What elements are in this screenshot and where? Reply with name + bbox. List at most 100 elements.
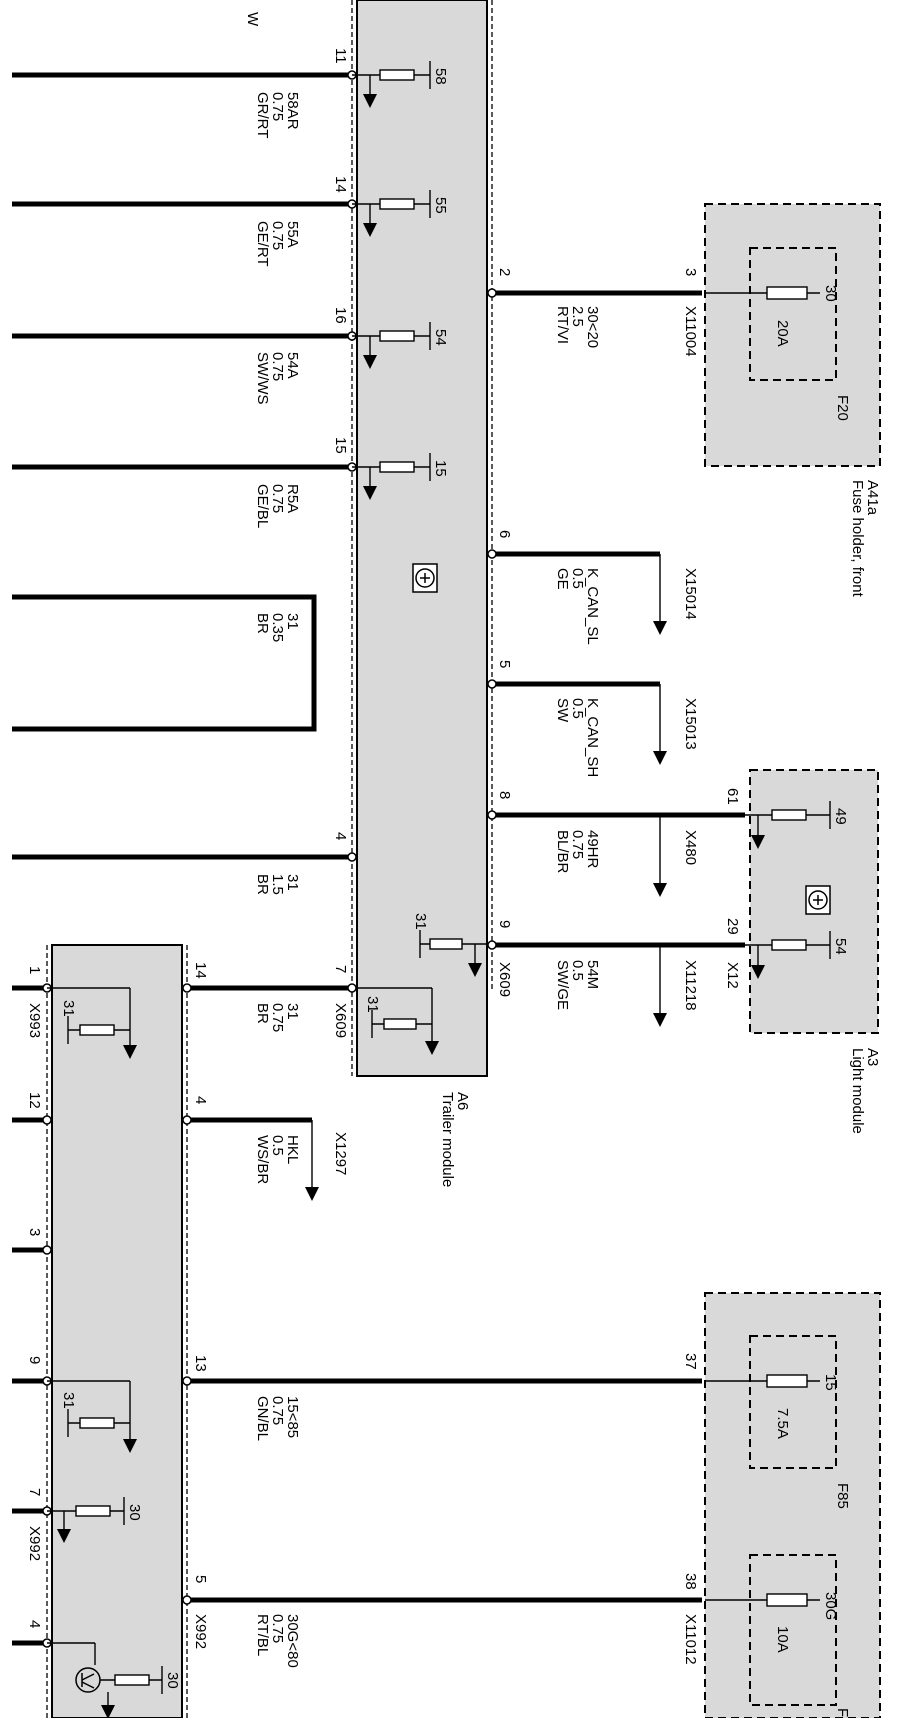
svg-text:38: 38 (682, 1573, 699, 1590)
conn-x609-left: X609 (332, 1003, 349, 1038)
fuse-f86-terminal: 30G (822, 1592, 839, 1620)
svg-text:K_CAN_SL: K_CAN_SL (584, 568, 601, 645)
svg-text:30<20: 30<20 (584, 306, 601, 348)
pin-15-label: 15 (332, 437, 349, 454)
svg-text:X609: X609 (496, 962, 513, 997)
svg-text:4: 4 (26, 1620, 43, 1628)
svg-text:BR: BR (254, 1003, 271, 1024)
svg-text:0.75: 0.75 (269, 1396, 286, 1425)
svg-text:SW/GE: SW/GE (554, 960, 571, 1010)
svg-text:HKL: HKL (284, 1135, 301, 1164)
svg-text:WS/BR: WS/BR (254, 1135, 271, 1184)
trailer-internal-ground: 31 (412, 913, 492, 977)
fuse-holder-front[interactable] (704, 203, 881, 467)
trailer-module-body[interactable] (356, 0, 488, 1077)
wire-55a-signal: 55A (284, 221, 301, 248)
pin-4-label: 4 (332, 832, 349, 840)
terminal-58: 58 (432, 68, 449, 85)
pin-11-label: 11 (332, 48, 349, 64)
trailer-left-wires: 11 58 58AR 0.75 GR/RT 14 55 55A 0.75 GE/… (12, 48, 449, 895)
wire-54a-size: 0.75 (269, 352, 286, 381)
fuse-f85-terminal: 15 (822, 1374, 839, 1391)
svg-text:9: 9 (26, 1356, 43, 1364)
fuse-f86-name: F8 (834, 1708, 851, 1718)
svg-text:31: 31 (60, 1000, 77, 1017)
wire-31-035-signal: 31 (284, 613, 301, 630)
svg-text:31: 31 (412, 913, 429, 930)
fuse-holder-front-id: A41a (864, 480, 881, 516)
wire-55a-size: 0.75 (269, 221, 286, 250)
svg-text:RT/BL: RT/BL (254, 1614, 271, 1656)
svg-text:GE: GE (554, 568, 571, 590)
svg-text:3: 3 (682, 268, 699, 276)
svg-text:2.5: 2.5 (569, 306, 586, 327)
fuse-f20-terminal: 30 (822, 285, 839, 302)
svg-text:1: 1 (26, 966, 43, 974)
fuse-f20-rating: 20A (774, 320, 791, 347)
wire-54a-signal: 54A (284, 352, 301, 379)
wire-58ar-signal: 58AR (284, 92, 301, 130)
svg-text:0.75: 0.75 (269, 1614, 286, 1643)
svg-text:15<85: 15<85 (284, 1396, 301, 1438)
svg-text:14: 14 (192, 962, 209, 979)
svg-text:5: 5 (496, 660, 513, 668)
wire-r5a-color: GE/BL (254, 484, 271, 528)
fuse-f85-name: F85 (834, 1483, 851, 1509)
wire-31-15-size: 1.5 (269, 874, 286, 895)
svg-text:13: 13 (192, 1355, 209, 1372)
svg-text:31: 31 (60, 1392, 77, 1409)
svg-text:SW: SW (554, 698, 571, 723)
transistor-symbol (412, 563, 438, 593)
wire-31-035-size: 0.35 (269, 613, 286, 642)
svg-text:8: 8 (496, 791, 513, 799)
trailer-socket-module[interactable] (51, 944, 183, 1718)
svg-text:61: 61 (724, 788, 741, 805)
svg-text:BL/BR: BL/BR (554, 830, 571, 874)
svg-text:4: 4 (192, 1096, 209, 1104)
svg-text:0.5: 0.5 (569, 568, 586, 589)
fuse-f20-name: F20 (834, 395, 851, 421)
terminal-55: 55 (432, 197, 449, 214)
wire-58ar-size: 0.75 (269, 92, 286, 121)
trailer-module-id: A6 (454, 1092, 471, 1110)
socket-link-wire: 14 31 0.75 BR (182, 962, 357, 1032)
socket-left-wires: 1 X993 31 12 3 9 31 7 X992 (12, 966, 181, 1718)
svg-text:12: 12 (26, 1092, 43, 1109)
svg-text:X992: X992 (192, 1614, 209, 1649)
svg-text:X11218: X11218 (682, 960, 699, 1011)
trailer-module-name: Trailer module (439, 1092, 456, 1187)
wire-55a-color: GE/RT (254, 221, 271, 267)
svg-text:RT/VI: RT/VI (554, 306, 571, 344)
trailer-pin7-ground: 31 (352, 987, 439, 1055)
svg-text:30: 30 (126, 1504, 143, 1521)
pin-7-label: 7 (332, 965, 349, 973)
svg-text:K_CAN_SH: K_CAN_SH (584, 698, 601, 777)
svg-text:X480: X480 (682, 830, 699, 865)
svg-text:29: 29 (724, 918, 741, 935)
wire-r5a-signal: R5A (284, 484, 301, 513)
svg-text:54M: 54M (584, 960, 601, 989)
wire-31-15-signal: 31 (284, 874, 301, 891)
svg-text:X993: X993 (26, 1003, 43, 1038)
svg-text:GN/BL: GN/BL (254, 1396, 271, 1441)
svg-text:30: 30 (164, 1672, 181, 1689)
svg-text:X15013: X15013 (682, 698, 699, 750)
svg-text:49HR: 49HR (584, 830, 601, 869)
svg-text:9: 9 (496, 920, 513, 928)
light-module-internal (745, 801, 831, 979)
light-terminal-54: 54 (832, 938, 849, 955)
svg-text:0.75: 0.75 (269, 1003, 286, 1032)
svg-text:X15014: X15014 (682, 568, 699, 620)
svg-text:37: 37 (682, 1353, 699, 1370)
svg-text:2: 2 (496, 268, 513, 276)
pin-16-label: 16 (332, 307, 349, 324)
fuse-holder-front-name: Fuse holder, front (849, 480, 866, 598)
svg-text:31: 31 (284, 1003, 301, 1020)
svg-text:X11012: X11012 (682, 1614, 699, 1665)
light-module-name: Light module (849, 1048, 866, 1134)
wire-r5a-size: 0.75 (269, 484, 286, 513)
trailer-right-wires: 2 30<20 2.5 RT/VI 3 X11004 6 K_CAN_SL 0.… (487, 268, 745, 1027)
svg-text:7: 7 (26, 1488, 43, 1496)
fuse-holder-rear[interactable] (704, 1292, 881, 1718)
